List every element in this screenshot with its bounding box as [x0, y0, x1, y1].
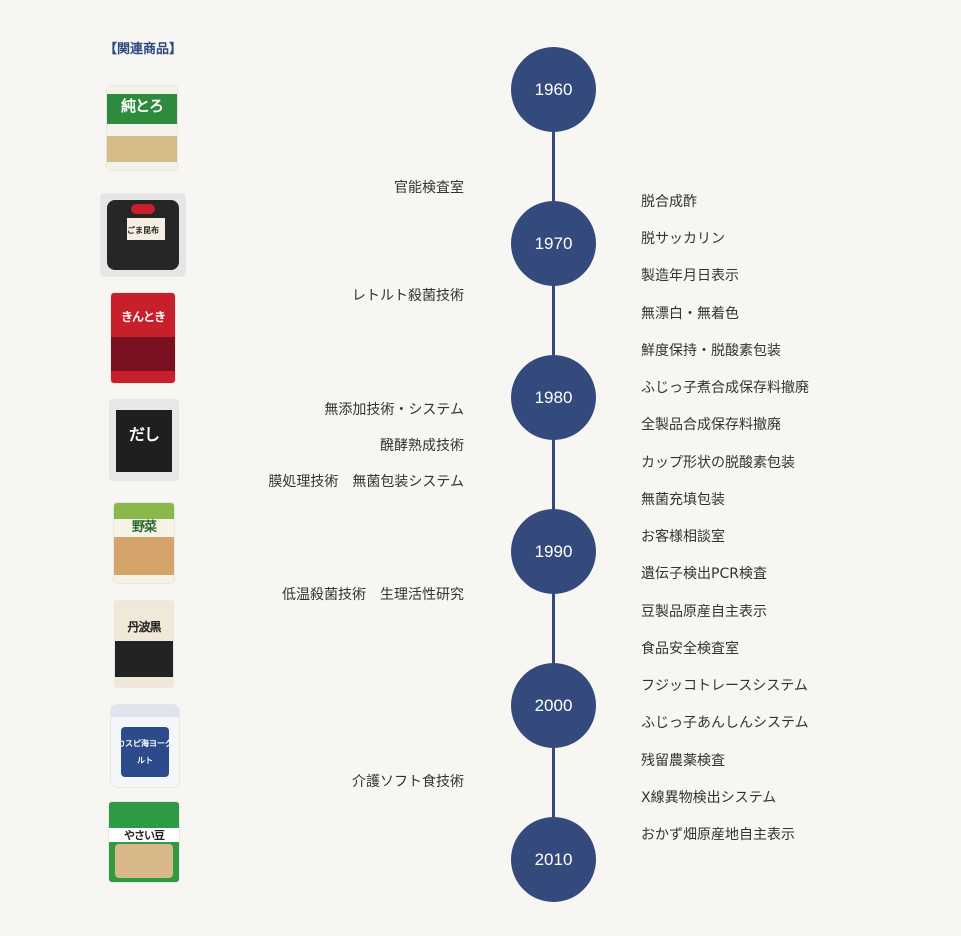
- right-item: フジッコトレースシステム: [641, 678, 808, 694]
- product-image-kintoki: きんとき: [111, 293, 175, 383]
- right-item: おかず畑原産地自主表示: [641, 827, 795, 843]
- right-item: 脱サッカリン: [641, 231, 725, 247]
- product-label: カスピ海ヨーグルト: [117, 739, 173, 765]
- product-label: やさい豆: [124, 829, 165, 842]
- left-item: レトルト殺菌技術: [352, 288, 464, 304]
- product-label: 野菜: [131, 520, 157, 535]
- left-item: 無添加技術・システム: [324, 402, 464, 418]
- left-item: 介護ソフト食技術: [352, 774, 464, 790]
- right-item: 食品安全検査室: [641, 641, 739, 657]
- product-image-caspian-yogurt: カスピ海ヨーグルト: [111, 705, 179, 787]
- right-item: 無菌充填包装: [641, 492, 725, 508]
- year-node-1980: 1980: [511, 355, 596, 440]
- timeline-axis: [552, 90, 555, 860]
- product-label: 純とろ: [120, 97, 164, 115]
- product-label: きんとき: [120, 310, 166, 324]
- left-item: 醗酵熟成技術: [380, 438, 464, 454]
- product-image-jun-toro: 純とろ: [107, 86, 177, 170]
- product-image-yasai-mame: やさい豆: [109, 802, 179, 882]
- product-label: だし: [128, 425, 160, 444]
- left-item: 低温殺菌技術 生理活性研究: [282, 587, 464, 603]
- right-item: 鮮度保持・脱酸素包装: [641, 343, 781, 359]
- right-item: 残留農薬検査: [641, 753, 725, 769]
- left-item: 膜処理技術 無菌包装システム: [268, 474, 464, 490]
- right-item: X線異物検出システム: [641, 790, 777, 806]
- right-item: ふじっ子煮合成保存料撤廃: [641, 380, 809, 396]
- right-item: 全製品合成保存料撤廃: [641, 417, 781, 433]
- right-item: 遺伝子検出PCR検査: [641, 566, 767, 582]
- right-item: ふじっ子あんしんシステム: [641, 715, 809, 731]
- right-item: 豆製品原産自主表示: [641, 604, 767, 620]
- right-item: 無漂白・無着色: [641, 306, 739, 322]
- year-node-1990: 1990: [511, 509, 596, 594]
- year-node-1960: 1960: [511, 47, 596, 132]
- related-products-heading: 【関連商品】: [104, 42, 183, 57]
- year-node-1970: 1970: [511, 201, 596, 286]
- year-node-2010: 2010: [511, 817, 596, 902]
- product-label: 丹波黒: [127, 620, 161, 634]
- product-image-tamba-kuro: 丹波黒: [115, 601, 173, 687]
- right-item: お客様相談室: [641, 529, 725, 545]
- product-image-yasai: 野菜: [114, 503, 174, 583]
- product-image-goma-konbu: ごま昆布: [101, 194, 185, 276]
- year-node-2000: 2000: [511, 663, 596, 748]
- right-item: 製造年月日表示: [641, 268, 739, 284]
- product-label: ごま昆布: [127, 226, 159, 235]
- right-item: カップ形状の脱酸素包装: [641, 455, 795, 471]
- right-item: 脱合成酢: [641, 194, 697, 210]
- product-image-dashi: だし: [110, 400, 178, 480]
- left-item: 官能検査室: [394, 180, 464, 196]
